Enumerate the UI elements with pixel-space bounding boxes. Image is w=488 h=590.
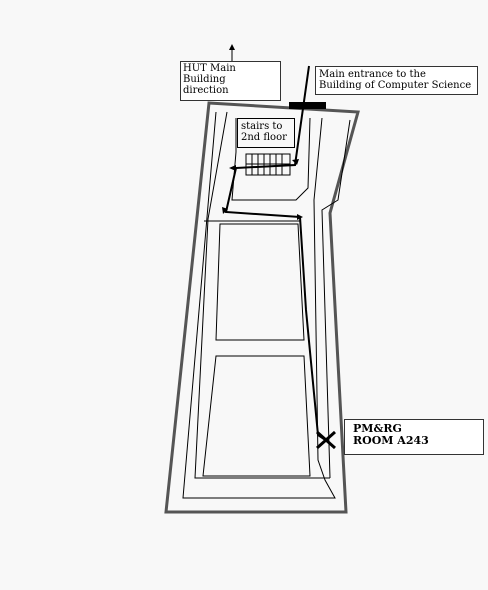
inner-wall-left [194, 111, 330, 479]
entrance-label: Main entrance to the Building of Compute… [315, 66, 478, 95]
stairs-label: stairs to 2nd floor [237, 118, 295, 148]
hut-main-label: HUT Main Building direction [180, 61, 281, 101]
north-arrow-icon [229, 44, 235, 62]
room-block-lower [202, 355, 311, 477]
destination-x-icon [316, 430, 336, 450]
outer-wall [164, 101, 360, 514]
inner-wall-right-a [182, 111, 336, 499]
upper-inner-room [231, 117, 311, 201]
route-arrowheads [222, 159, 303, 220]
stairs [245, 153, 291, 176]
room-label: PM&RG ROOM A243 [344, 419, 484, 455]
entrance-door [289, 102, 326, 109]
room-block-upper [215, 223, 305, 341]
inner-wall-right-b [321, 119, 351, 479]
